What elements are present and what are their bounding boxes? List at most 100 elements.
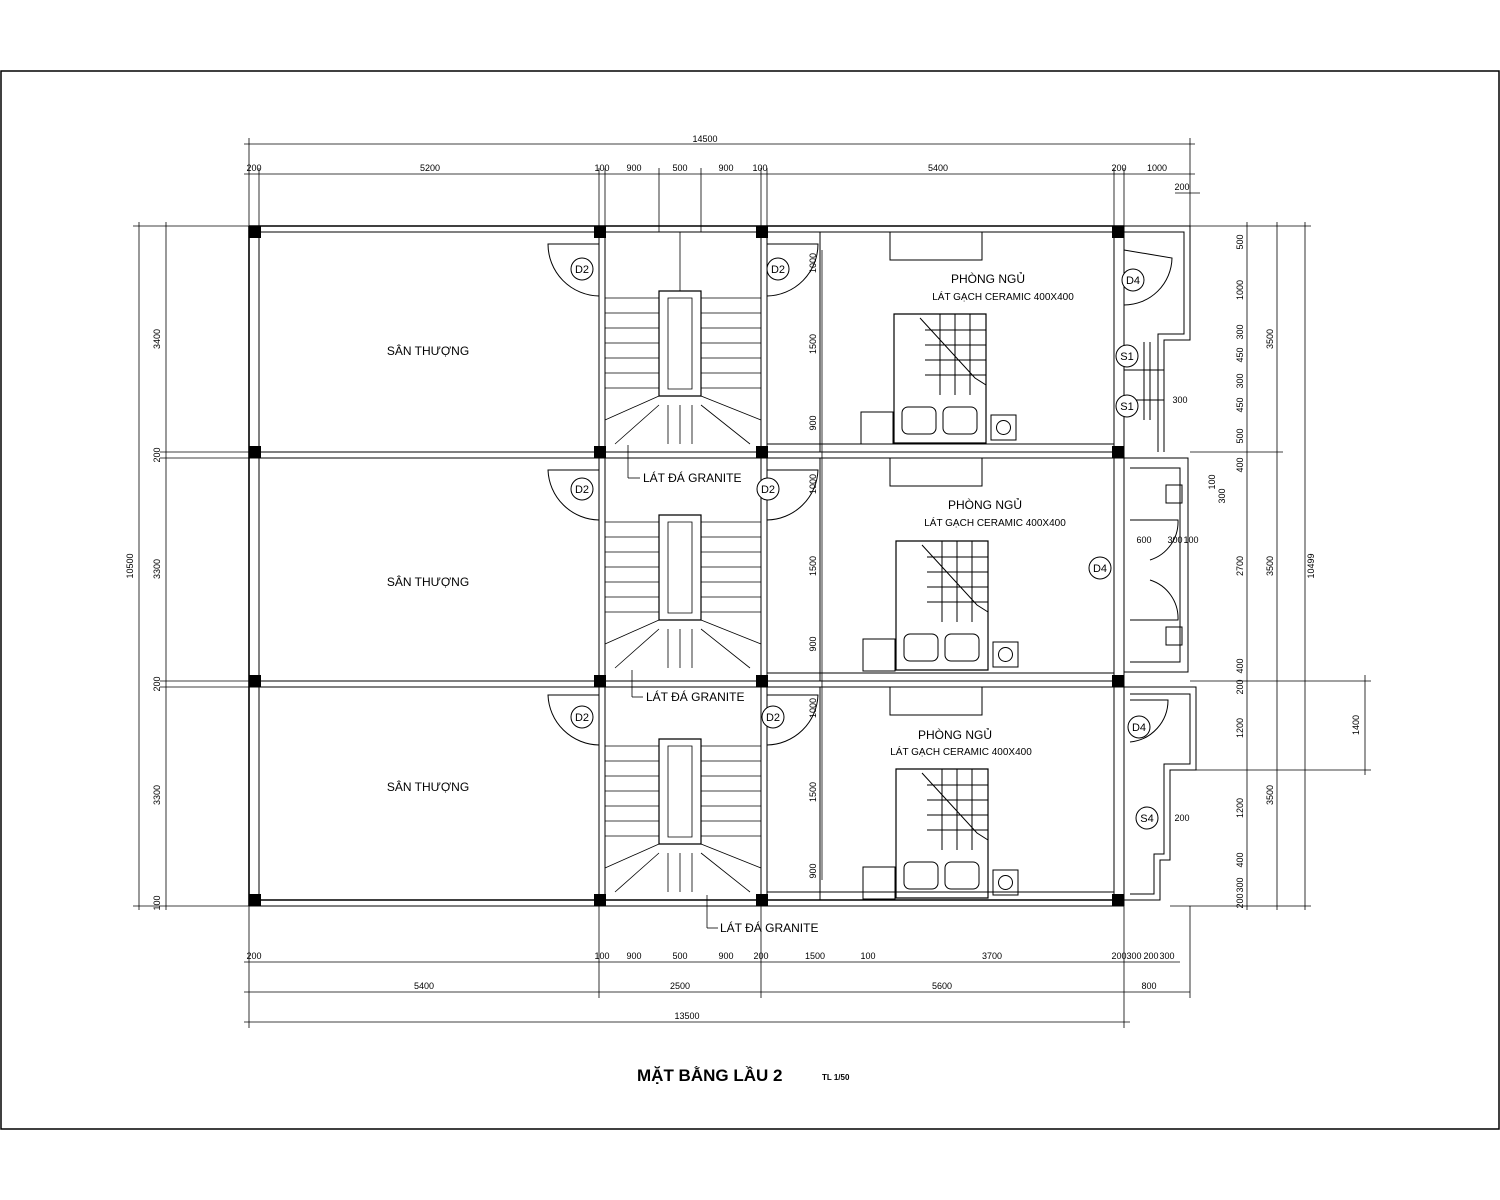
dim-left-0: 3400 xyxy=(152,329,162,349)
dim-mid-v-2c: 900 xyxy=(808,863,818,878)
stair-floor-label-3: LÁT ĐÁ GRANITE xyxy=(720,920,818,935)
columns xyxy=(249,226,1124,906)
bedroom-label-1: PHÒNG NGỦ xyxy=(951,271,1025,286)
dim-top-0: 200 xyxy=(246,163,261,173)
dim-bottom-mid-0: 5400 xyxy=(414,981,434,991)
bedroom-floor-label-1: LÁT GẠCH CERAMIC 400X400 xyxy=(932,290,1074,303)
dim-mid-v-1c: 1500 xyxy=(808,782,818,802)
dim-right1-7: 400 xyxy=(1235,457,1245,472)
dim-bottom-5: 200 xyxy=(753,951,768,961)
dim-right1-9: 300 xyxy=(1217,488,1227,503)
dim-right1-16: 300 xyxy=(1235,877,1245,892)
stairs xyxy=(605,232,761,892)
bedroom-floor-label-3: LÁT GẠCH CERAMIC 400X400 xyxy=(890,745,1032,758)
doors xyxy=(548,244,1178,745)
dim-bottom-mid-2: 5600 xyxy=(932,981,952,991)
dim-mid-v-1a: 1500 xyxy=(808,334,818,354)
dim-top-total: 14500 xyxy=(692,134,717,144)
dim-right1h-1: 600 xyxy=(1136,535,1151,545)
tag-s1-1: S1 xyxy=(1120,351,1133,363)
dim-top-5: 900 xyxy=(718,163,733,173)
dim-top-1: 5200 xyxy=(420,163,440,173)
dim-right1-14: 1200 xyxy=(1235,798,1245,818)
dim-top-8: 200 xyxy=(1111,163,1126,173)
dim-right1h-2: 300 xyxy=(1167,535,1182,545)
dim-right2-1: 3500 xyxy=(1265,556,1275,576)
dim-right1-12: 200 xyxy=(1235,679,1245,694)
dim-bottom-10: 300 xyxy=(1126,951,1141,961)
dim-mid-v-1b: 1500 xyxy=(808,556,818,576)
tag-d2-2: D2 xyxy=(771,264,785,276)
dim-right1-4: 300 xyxy=(1235,373,1245,388)
dim-bottom-2: 900 xyxy=(626,951,641,961)
dim-bottom-4: 900 xyxy=(718,951,733,961)
tag-d4-1: D4 xyxy=(1126,275,1140,287)
dim-right1-1: 1000 xyxy=(1235,280,1245,300)
dim-mid-v-0c: 1000 xyxy=(808,698,818,718)
dim-bottom-11: 200 xyxy=(1143,951,1158,961)
stair-floor-label-2: LÁT ĐÁ GRANITE xyxy=(646,689,744,704)
dim-bottom-0: 200 xyxy=(246,951,261,961)
dim-bottom-7: 100 xyxy=(860,951,875,961)
dim-right-ext: 1400 xyxy=(1351,715,1361,735)
dim-bottom-1: 100 xyxy=(594,951,609,961)
dim-bottom-9: 200 xyxy=(1111,951,1126,961)
dim-left-total: 10500 xyxy=(125,553,135,578)
dim-right1-0: 500 xyxy=(1235,234,1245,249)
dim-bottom-mid-3: 800 xyxy=(1141,981,1156,991)
dim-top-small: 200 xyxy=(1174,182,1189,192)
dim-right1h-0: 300 xyxy=(1172,395,1187,405)
right-annex xyxy=(1124,226,1196,900)
dim-top-3: 900 xyxy=(626,163,641,173)
dim-top-6: 100 xyxy=(752,163,767,173)
terrace-label-3: SÂN THƯỢNG xyxy=(387,779,469,794)
dim-left-1: 200 xyxy=(152,447,162,462)
tag-d4-3: D4 xyxy=(1132,722,1146,734)
tag-d2-5: D2 xyxy=(575,712,589,724)
dim-right1-13: 1200 xyxy=(1235,718,1245,738)
dim-right1-17: 200 xyxy=(1235,893,1245,908)
dim-right1-11: 400 xyxy=(1235,658,1245,673)
tag-d2-1: D2 xyxy=(575,264,589,276)
terrace-label-2: SÂN THƯỢNG xyxy=(387,574,469,589)
building-structure xyxy=(249,226,1124,906)
dim-top-7: 5400 xyxy=(928,163,948,173)
bedroom-furniture xyxy=(861,232,1018,899)
dim-right2-2: 3500 xyxy=(1265,785,1275,805)
dim-left-2: 3300 xyxy=(152,559,162,579)
drawing-scale: TL 1/50 xyxy=(822,1073,850,1082)
tag-s1-2: S1 xyxy=(1120,401,1133,413)
dimension-lines xyxy=(133,138,1371,1028)
dim-top-2: 100 xyxy=(594,163,609,173)
dim-right1-5: 450 xyxy=(1235,397,1245,412)
dim-left-4: 3300 xyxy=(152,785,162,805)
tag-d2-4: D2 xyxy=(761,484,775,496)
dim-right1-10: 2700 xyxy=(1235,556,1245,576)
dim-bottom-12: 300 xyxy=(1159,951,1174,961)
tag-d2-3: D2 xyxy=(575,484,589,496)
dim-mid-v-2b: 900 xyxy=(808,636,818,651)
dim-bottom-6: 1500 xyxy=(805,951,825,961)
terrace-label-1: SÂN THƯỢNG xyxy=(387,343,469,358)
dim-left-3: 200 xyxy=(152,676,162,691)
dim-right1-6: 500 xyxy=(1235,428,1245,443)
bedroom-label-3: PHÒNG NGỦ xyxy=(918,727,992,742)
dim-bottom-8: 3700 xyxy=(982,951,1002,961)
dim-right2-0: 3500 xyxy=(1265,329,1275,349)
dim-left-5: 100 xyxy=(152,895,162,910)
stair-floor-label-1: LÁT ĐÁ GRANITE xyxy=(643,470,741,485)
dim-right1-15: 400 xyxy=(1235,852,1245,867)
dim-bottom-mid-1: 2500 xyxy=(670,981,690,991)
tag-d4-2: D4 xyxy=(1093,563,1107,575)
dim-right1h-3: 100 xyxy=(1183,535,1198,545)
dim-right1-3: 450 xyxy=(1235,347,1245,362)
dim-mid-v-0a: 1000 xyxy=(808,253,818,273)
dim-right3: 10499 xyxy=(1306,553,1316,578)
dim-right1-2: 300 xyxy=(1235,324,1245,339)
bedroom-floor-label-2: LÁT GẠCH CERAMIC 400X400 xyxy=(924,516,1066,529)
dim-top-4: 500 xyxy=(672,163,687,173)
tag-d2-6: D2 xyxy=(766,712,780,724)
dim-mid-v-2a: 900 xyxy=(808,415,818,430)
dim-right1-8: 100 xyxy=(1207,474,1217,489)
